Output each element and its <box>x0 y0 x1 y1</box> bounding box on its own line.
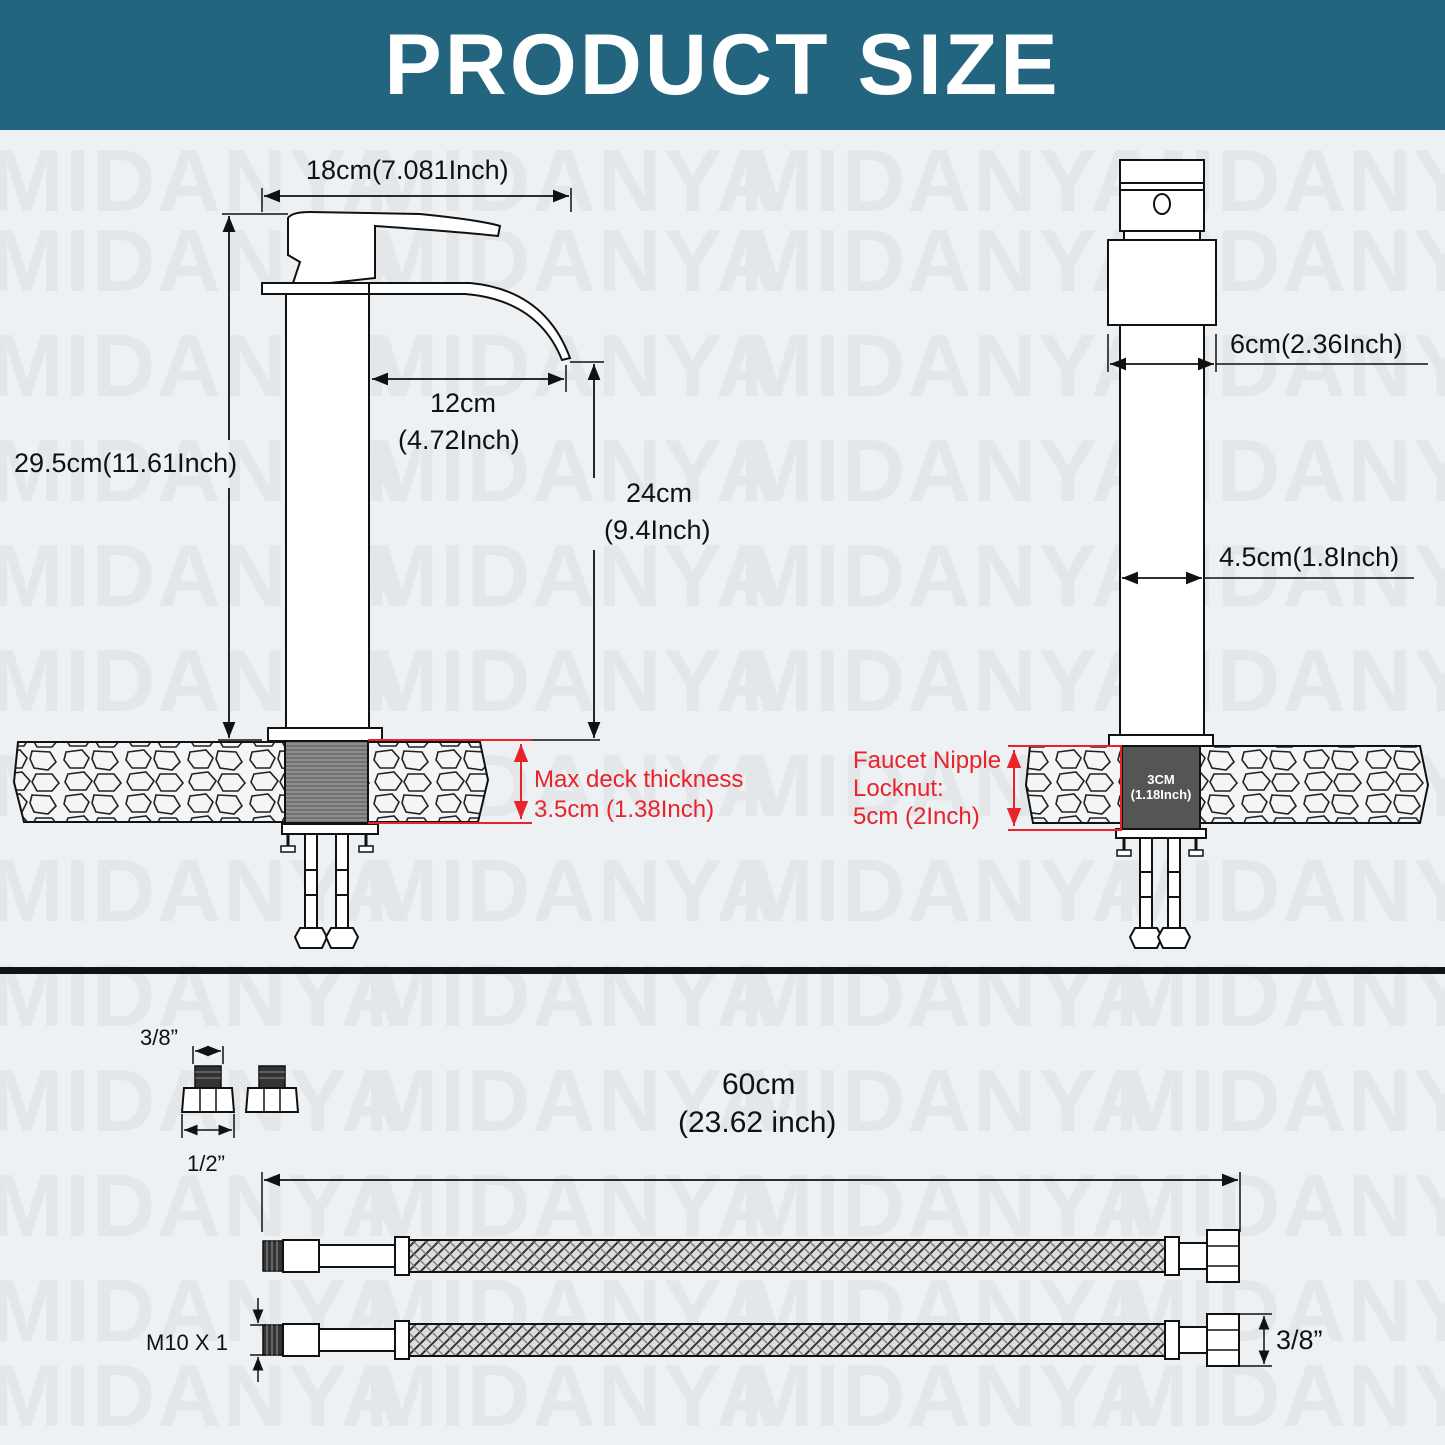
nut-label-cm: 3CM <box>1147 772 1175 787</box>
watermark: MIDANYA <box>740 316 1157 415</box>
watermark: MIDANYA <box>1115 1051 1445 1150</box>
watermark: MIDANYA <box>365 131 782 230</box>
front-spout-plate <box>261 282 373 295</box>
hose-end-label: 3/8” <box>1276 1325 1323 1355</box>
watermark: MIDANYA <box>365 631 782 730</box>
watermark: MIDANYA <box>740 1051 1157 1150</box>
hose-length-inch: (23.62 inch) <box>678 1106 837 1139</box>
thread-label: M10 X 1 <box>146 1330 228 1355</box>
base-width-label: 6cm(2.36Inch) <box>1230 329 1403 359</box>
watermark: MIDANYA <box>740 946 1157 1045</box>
spout-height-inch: (9.4Inch) <box>604 515 711 545</box>
watermark: MIDANYA <box>365 526 782 625</box>
watermark: MIDANYA <box>740 841 1157 940</box>
watermark: MIDANYA <box>365 1156 782 1255</box>
nipple-label-1: Faucet Nipple <box>853 747 1002 774</box>
adapter-right <box>244 1065 300 1113</box>
watermark: MIDANYA <box>740 526 1157 625</box>
watermark: MIDANYA <box>365 316 782 415</box>
section-divider <box>0 967 1445 974</box>
hose-bottom <box>262 1313 1240 1367</box>
hose-length-value: 60cm <box>722 1068 796 1101</box>
watermark: MIDANYA <box>740 1346 1157 1445</box>
watermark: MIDANYA <box>0 1156 407 1255</box>
front-body <box>285 293 370 729</box>
spout-height-value: 24cm <box>626 478 693 508</box>
hoses-section <box>180 1045 1272 1382</box>
front-handle <box>287 210 502 284</box>
reach-label-inch: (4.72Inch) <box>398 425 520 455</box>
front-counter <box>12 741 490 823</box>
adapter-bottom-label: 1/2” <box>187 1151 225 1176</box>
watermark: MIDANYA <box>365 421 782 520</box>
front-lock-plate <box>281 823 379 835</box>
front-faucet <box>12 188 604 949</box>
nipple-label-2: Locknut: <box>853 775 944 802</box>
side-counter <box>1024 745 1430 824</box>
watermark: MIDANYA <box>1115 1346 1445 1445</box>
watermark: MIDANYA <box>365 1346 782 1445</box>
watermark: MIDANYA <box>0 1346 407 1445</box>
watermark: MIDANYA <box>740 211 1157 310</box>
watermark: MIDANYA <box>365 1051 782 1150</box>
watermark: MIDANYA <box>365 946 782 1045</box>
side-body <box>1119 324 1205 736</box>
front-spout <box>368 282 572 362</box>
side-spout-block <box>1107 239 1217 326</box>
deck-thickness-title: Max deck thickness <box>534 766 744 793</box>
nipple-label-3: 5cm (2Inch) <box>853 803 980 830</box>
watermark: MIDANYA <box>740 421 1157 520</box>
watermark: MIDANYA <box>740 131 1157 230</box>
adapter-top-label: 3/8” <box>140 1025 178 1050</box>
body-width-label: 4.5cm(1.8Inch) <box>1219 542 1400 572</box>
watermark: MIDANYA <box>1115 946 1445 1045</box>
nut-label-inch: (1.18Inch) <box>1130 787 1192 802</box>
watermark: MIDANYA <box>365 841 782 940</box>
watermark: MIDANYA <box>740 631 1157 730</box>
width-label: 18cm(7.081Inch) <box>306 155 509 185</box>
page-title: PRODUCT SIZE <box>384 17 1061 113</box>
reach-label-value: 12cm <box>430 388 497 418</box>
adapter-left <box>180 1065 236 1113</box>
front-shank <box>284 739 369 824</box>
front-base <box>267 727 383 742</box>
watermark: MIDANYA <box>740 1156 1157 1255</box>
watermark: MIDANYA <box>0 946 407 1045</box>
hose-top <box>262 1229 1240 1283</box>
deck-thickness-value: 3.5cm (1.38Inch) <box>534 796 715 823</box>
height-label: 29.5cm(11.61Inch) <box>14 448 238 478</box>
side-faucet <box>1006 159 1430 949</box>
header-bar: PRODUCT SIZE <box>0 0 1445 130</box>
